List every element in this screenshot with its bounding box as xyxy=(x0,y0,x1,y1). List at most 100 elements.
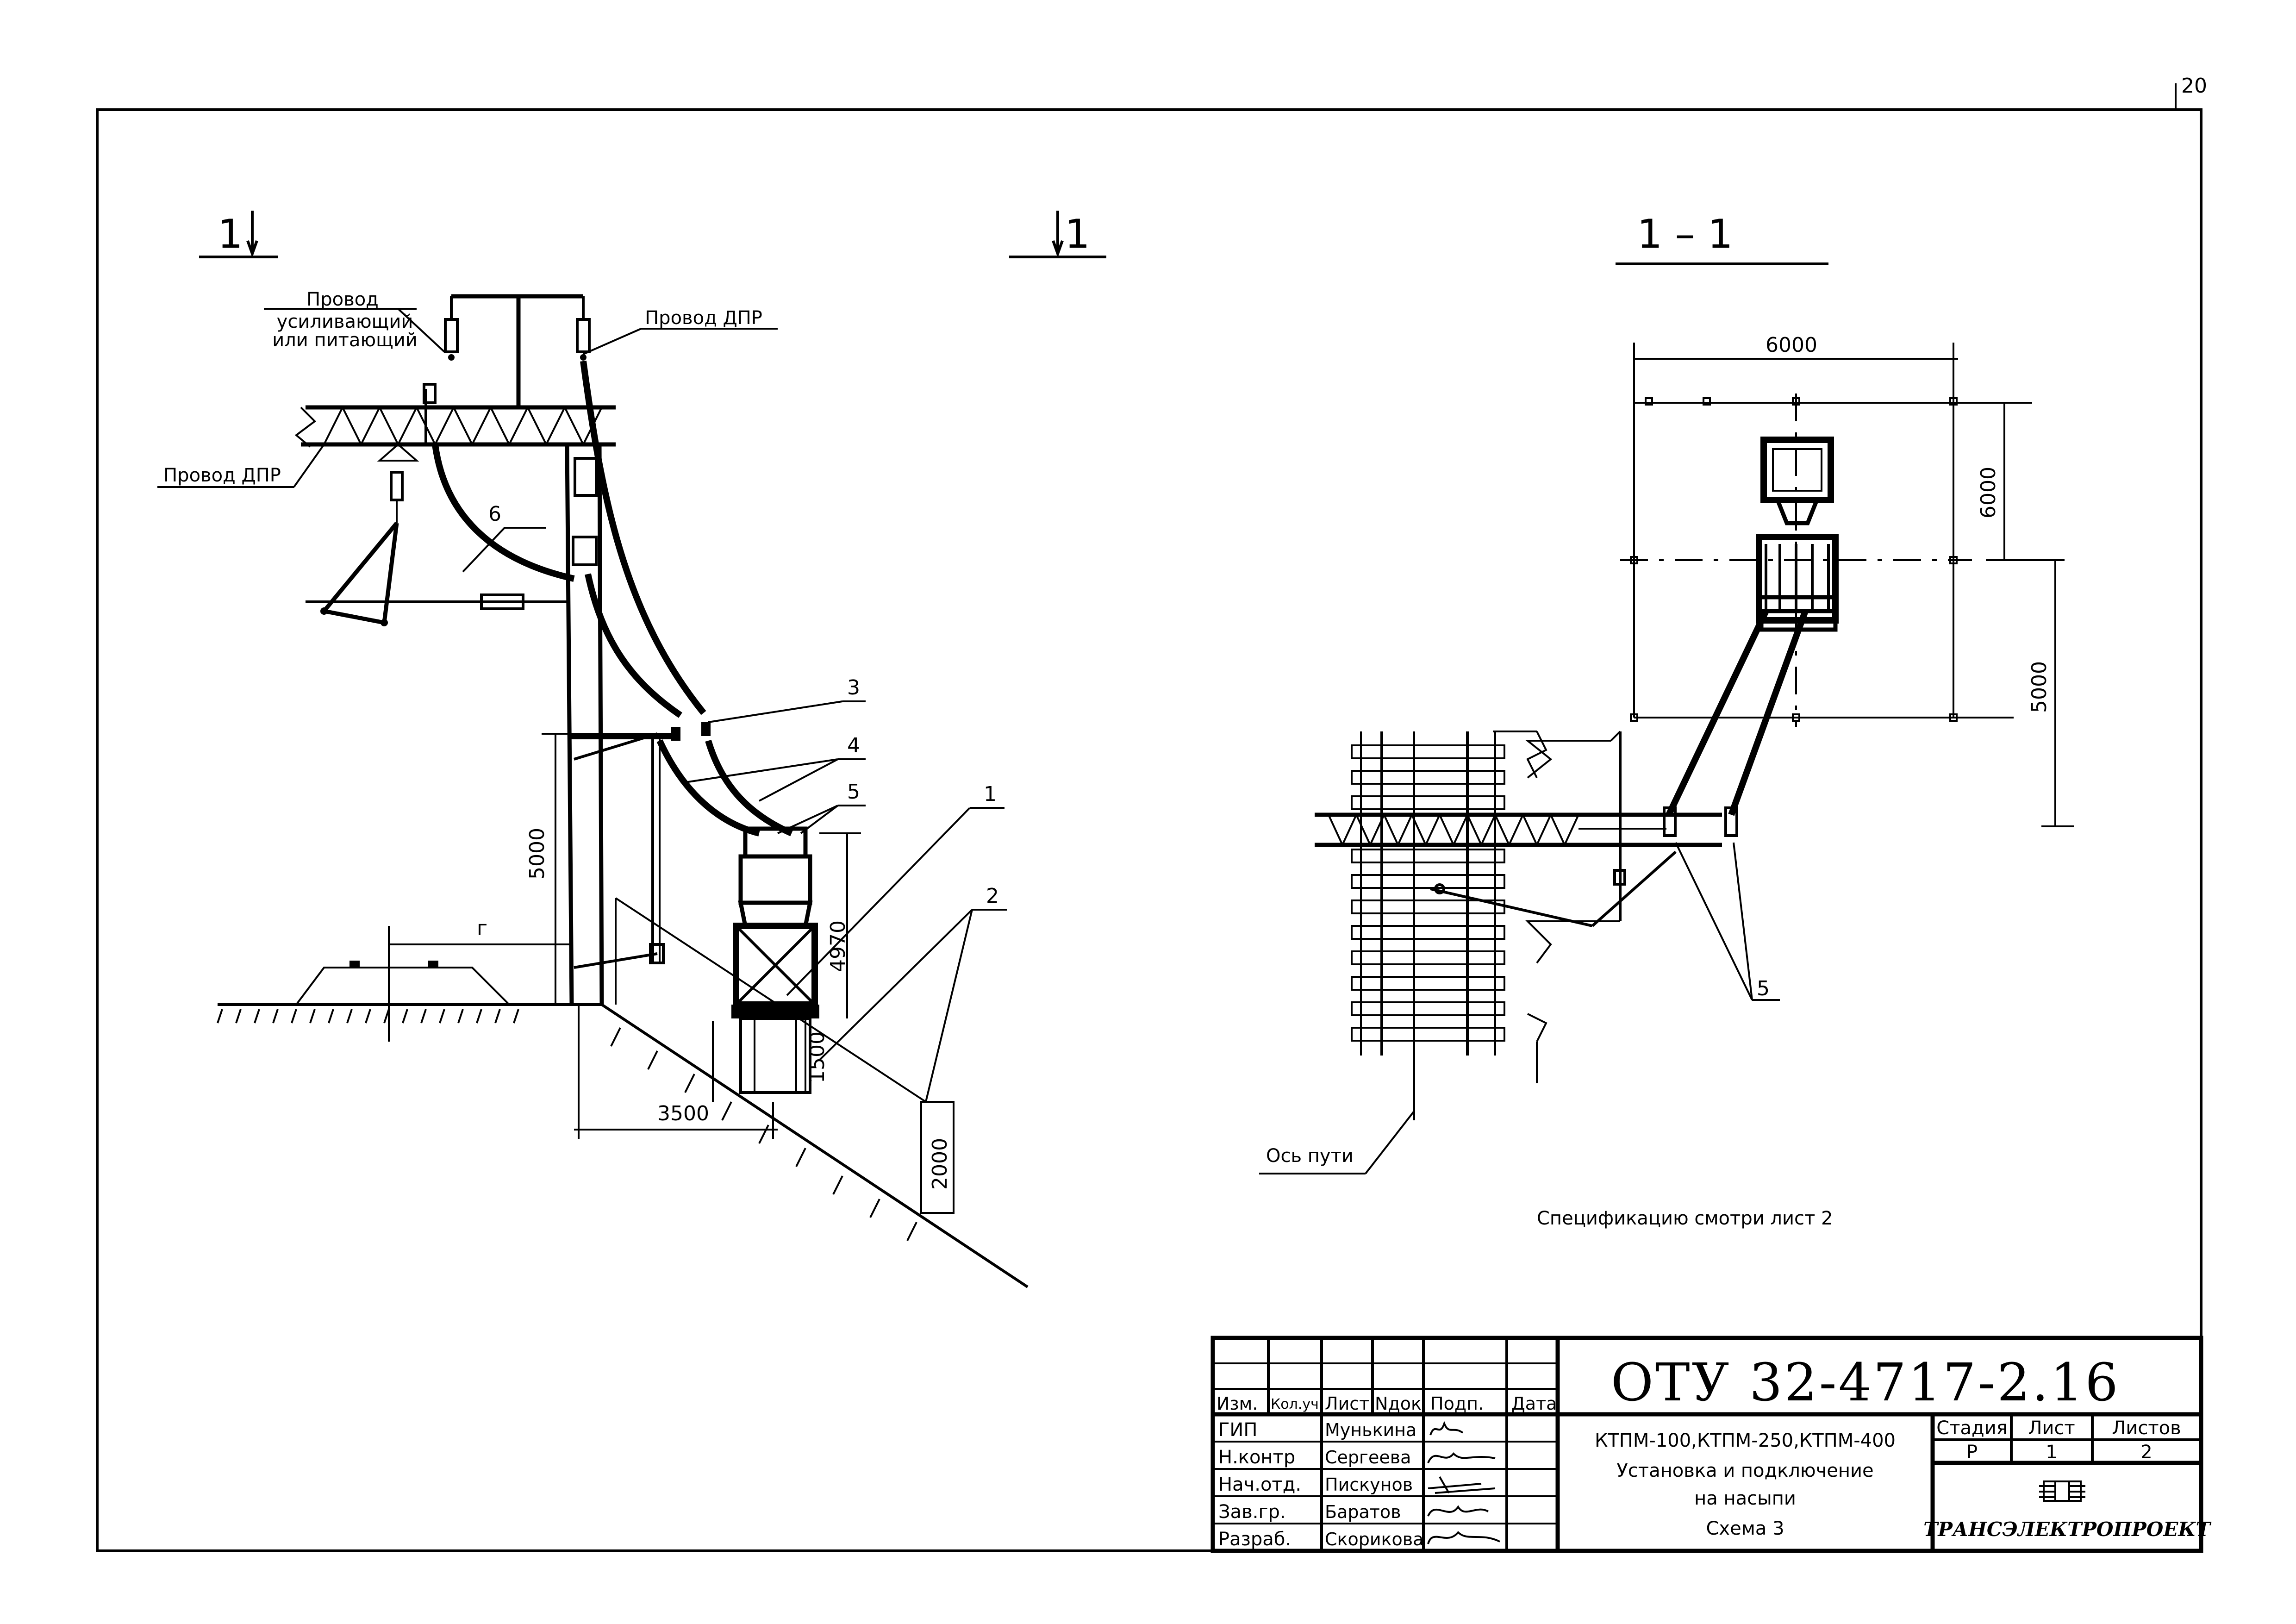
svg-text:Схема 3: Схема 3 xyxy=(1706,1518,1784,1539)
embankment-ground xyxy=(217,897,1029,1288)
callout-3: 3 xyxy=(708,676,866,723)
sheet-frame: 20 xyxy=(96,74,2207,1552)
specification-note: Спецификацию смотри лист 2 xyxy=(1537,1208,1833,1229)
svg-text:Нач.отд.: Нач.отд. xyxy=(1218,1474,1301,1495)
svg-text:1: 1 xyxy=(2046,1442,2057,1463)
svg-text:1: 1 xyxy=(984,782,997,806)
dimension-2000: 2000 xyxy=(920,1101,955,1214)
svg-text:на насыпи: на насыпи xyxy=(1694,1488,1796,1509)
cross-girder-plan xyxy=(1315,731,1722,964)
signatures xyxy=(1427,1421,1500,1544)
svg-text:Стадия: Стадия xyxy=(1936,1418,2007,1439)
callout-1: 1 xyxy=(786,782,1004,996)
callout-5: 5 xyxy=(777,780,866,834)
title-block: Изм. Кол.уч. Лист Nдок. Подп. Дата ГИП М… xyxy=(1210,1336,2212,1553)
section-callout-5: 5 xyxy=(1675,842,1780,1001)
svg-text:2000: 2000 xyxy=(928,1138,952,1190)
dimension-4970: 4970 xyxy=(819,832,861,1018)
cable-run-plan xyxy=(1663,609,1809,837)
svg-text:Ось пути: Ось пути xyxy=(1266,1145,1354,1167)
svg-text:или питающий: или питающий xyxy=(272,330,418,351)
svg-text:2: 2 xyxy=(986,884,999,908)
svg-text:1: 1 xyxy=(1065,211,1090,257)
transformer-substation-unit xyxy=(712,826,819,1102)
svg-text:Изм.: Изм. xyxy=(1217,1393,1258,1414)
svg-text:Провод: Провод xyxy=(306,289,379,310)
svg-text:Провод ДПР: Провод ДПР xyxy=(645,307,762,329)
svg-text:Подп.: Подп. xyxy=(1430,1393,1484,1414)
title-block-personnel: ГИП Мунькина Н.контр Сергеева Нач.отд. П… xyxy=(1218,1419,1423,1550)
callout-4: 4 xyxy=(685,734,866,802)
dimension-gauge: г xyxy=(388,917,569,1042)
catenary-hanger-left xyxy=(306,443,569,626)
svg-text:Установка и подключение: Установка и подключение xyxy=(1616,1460,1873,1481)
svg-text:4970: 4970 xyxy=(826,920,850,972)
svg-text:5000: 5000 xyxy=(2028,661,2051,713)
dimension-6000-vertical: 6000 xyxy=(1977,402,2065,561)
svg-text:6000: 6000 xyxy=(1977,467,2000,518)
svg-text:Листов: Листов xyxy=(2112,1418,2181,1439)
svg-text:Nдок.: Nдок. xyxy=(1375,1393,1427,1414)
svg-text:усиливающий: усиливающий xyxy=(277,311,413,332)
stage-sheet-table: Стадия Лист Листов Р 1 2 xyxy=(1936,1418,2181,1463)
svg-text:1500: 1500 xyxy=(805,1031,829,1083)
dimension-6000-horizontal: 6000 xyxy=(1633,333,1958,403)
title-block-headers: Изм. Кол.уч. Лист Nдок. Подп. Дата xyxy=(1217,1393,1557,1414)
svg-text:3: 3 xyxy=(847,676,860,700)
dimension-5000: 5000 xyxy=(525,733,574,1006)
drawing-title: КТПМ-100,КТПМ-250,КТПМ-400 Установка и п… xyxy=(1595,1430,1896,1539)
support-pole xyxy=(565,444,711,1005)
svg-text:Сергеева: Сергеева xyxy=(1325,1447,1411,1468)
top-insulators xyxy=(444,294,591,407)
svg-text:Пискунов: Пискунов xyxy=(1325,1474,1413,1495)
dimension-1500: 1500 xyxy=(805,1018,829,1093)
section-title: 1 – 1 xyxy=(1616,211,1828,265)
svg-text:6000: 6000 xyxy=(1766,333,1817,357)
svg-text:Разраб.: Разраб. xyxy=(1218,1529,1291,1550)
elevation-view: 1 1 Провод усиливающий или питающий Пров… xyxy=(157,211,1106,1288)
svg-text:Кол.уч.: Кол.уч. xyxy=(1271,1396,1323,1412)
track-sleepers xyxy=(1351,744,1505,1042)
svg-text:5: 5 xyxy=(847,780,860,804)
svg-text:1 – 1: 1 – 1 xyxy=(1637,211,1733,257)
sheet-corner-number: 20 xyxy=(2181,74,2207,98)
svg-text:КТПМ-100,КТПМ-250,КТПМ-400: КТПМ-100,КТПМ-250,КТПМ-400 xyxy=(1595,1430,1896,1451)
svg-text:5000: 5000 xyxy=(525,828,549,880)
section-view: 1 – 1 6000 xyxy=(1259,211,2074,1229)
booster-wire-label: Провод усиливающий или питающий xyxy=(264,289,445,353)
svg-text:Баратов: Баратов xyxy=(1325,1502,1401,1522)
svg-text:Лист: Лист xyxy=(2028,1418,2075,1439)
svg-text:Дата: Дата xyxy=(1511,1393,1557,1414)
substation-site-plan xyxy=(1620,394,2032,727)
svg-text:Р: Р xyxy=(1966,1442,1978,1463)
svg-text:Н.контр: Н.контр xyxy=(1218,1447,1295,1468)
svg-text:Провод ДПР: Провод ДПР xyxy=(163,465,281,486)
dimension-3500: 3500 xyxy=(574,1005,778,1139)
track-axis-label: Ось пути xyxy=(1259,731,1415,1174)
organization-logo-icon xyxy=(2039,1480,2085,1502)
svg-text:5: 5 xyxy=(1757,977,1770,1000)
svg-text:Скорикова: Скорикова xyxy=(1325,1529,1423,1549)
dimension-5000-vertical: 5000 xyxy=(2028,560,2074,827)
dpr-wire-label-top: Провод ДПР xyxy=(583,307,778,355)
svg-text:г: г xyxy=(477,917,487,940)
callout-2: 2 xyxy=(818,884,1007,1102)
svg-text:3500: 3500 xyxy=(657,1102,709,1125)
svg-text:ГИП: ГИП xyxy=(1218,1419,1257,1441)
section-cut-right-mark: 1 xyxy=(1009,211,1106,258)
organization-name: ТРАНСЭЛЕКТРОПРОЕКТ xyxy=(1923,1518,2211,1541)
svg-text:Мунькина: Мунькина xyxy=(1325,1420,1416,1440)
dpr-wire-label-left: Провод ДПР xyxy=(157,443,325,488)
callout-6: 6 xyxy=(488,502,501,526)
svg-text:2: 2 xyxy=(2140,1442,2152,1463)
transformer-plan xyxy=(1756,437,1839,632)
section-cut-left-mark: 1 xyxy=(199,211,278,258)
svg-text:Лист: Лист xyxy=(1325,1393,1369,1414)
connection-cables: 6 xyxy=(432,361,793,837)
svg-text:1: 1 xyxy=(218,211,243,257)
svg-text:Зав.гр.: Зав.гр. xyxy=(1218,1501,1286,1523)
cross-girder-truss xyxy=(294,383,616,448)
svg-text:4: 4 xyxy=(847,734,860,757)
document-code: ОТУ 32-4717-2.16 xyxy=(1611,1353,2120,1413)
